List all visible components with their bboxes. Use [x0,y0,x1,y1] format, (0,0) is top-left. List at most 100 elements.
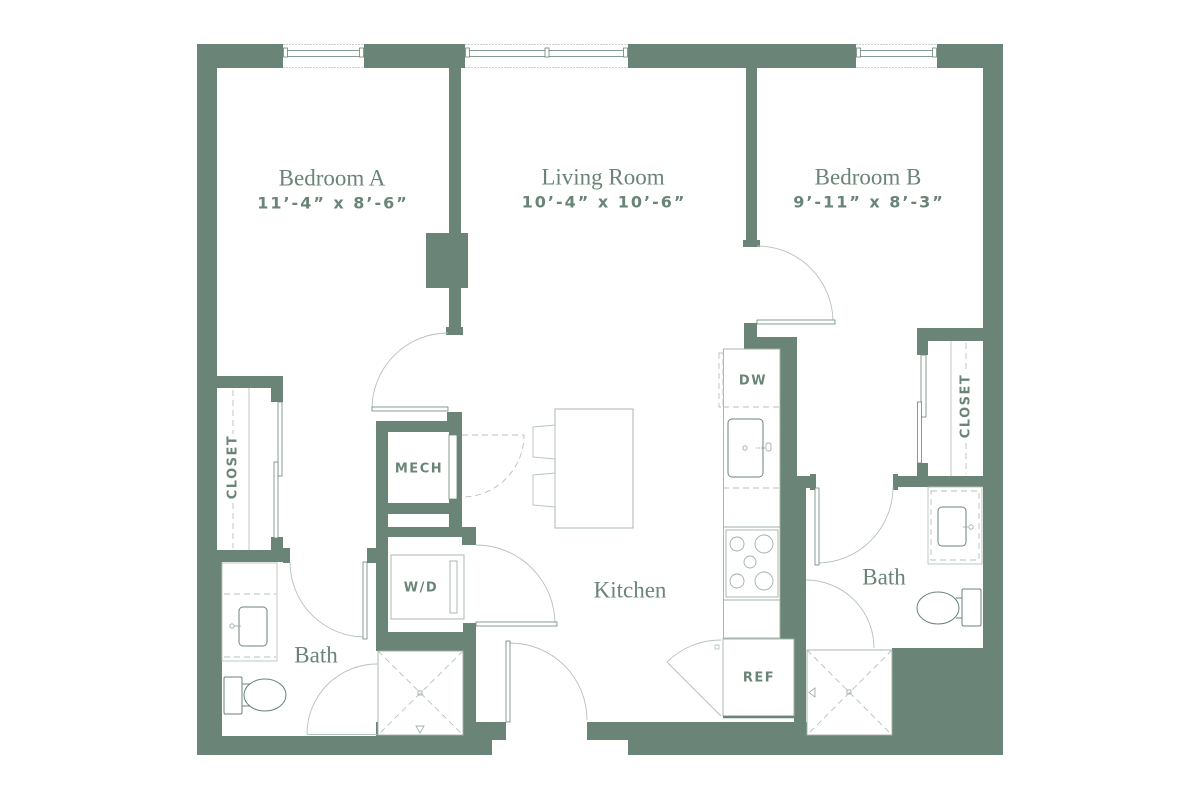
shower [377,650,464,736]
door-leaf [371,406,449,412]
wall-closet-a-bottom [217,550,283,562]
door-leaf [505,640,511,723]
window-jamb [465,47,470,58]
room-name-living-room: Living Room [541,165,664,190]
door-shower-b [805,579,875,649]
washer-dryer-outline [390,554,465,620]
door-jamb [271,537,283,550]
label-closet-b: CLOSET [959,374,974,439]
kitchen-island [554,408,634,529]
interior-floor [217,68,983,722]
wall-kitchen-bedroom-b [780,349,797,476]
refrigerator-door-swing [666,639,722,717]
room-name-bath-a: Bath [294,643,338,668]
washer-dryer-unit [390,554,465,620]
window-bedroom-b [856,44,937,68]
door-leaf [448,434,458,500]
wall-bedroom-a-living [449,68,461,327]
label-washer-dryer: W/D [404,581,438,596]
faucet [968,524,974,530]
wall-closet-b-top [917,328,983,341]
shower-entry-marker [415,725,425,734]
burner [743,555,757,569]
interior-walls [217,68,983,722]
floor-areas [217,68,983,736]
door-swing-arc [289,561,366,638]
shower-a-floor-strip [378,721,463,735]
wall-kitchen-top [744,337,797,349]
windows [283,44,937,68]
room-name-bath-b: Bath [862,565,906,590]
door-leaf [475,621,558,627]
door-jamb [810,474,816,490]
wall-wd-bottom [376,632,476,651]
door-jamb [893,474,898,490]
burner [754,571,774,591]
washer-dryer-door [449,560,458,614]
room-name-kitchen: Kitchen [594,578,667,603]
door-entry [505,640,588,723]
vanity [927,486,983,565]
shower [806,649,893,736]
bathroom-sink [238,606,268,647]
door-swing-arc [805,579,875,649]
closet-fixtures [232,341,967,550]
door-jamb [447,412,462,421]
door-jamb [367,548,376,563]
door-leaf [756,319,836,325]
sliding-door-panel [917,401,922,464]
door-washer-dryer [475,544,558,627]
door-bedroom-a [371,332,449,412]
door-leaf [362,561,368,640]
room-dimensions-living-room: 10’-4” x 10’-6” [522,193,687,212]
door-jamb [917,341,928,355]
window-jamb [623,47,628,58]
door-jamb [446,327,463,335]
bath-a-fixtures [221,562,464,736]
room-name-bedroom-b: Bedroom B [815,165,922,190]
wall-stub [780,476,816,488]
door-jamb [271,388,283,402]
window-bedroom-a [283,44,364,68]
sliding-door-panel [277,401,283,477]
wall-block-bottom-right [892,648,983,722]
sink-drain [742,445,748,451]
bar-stool [532,424,556,460]
door-jamb [283,548,290,563]
room-name-bedroom-a: Bedroom A [279,166,386,191]
label-mech: MECH [395,462,443,477]
door-jamb [462,527,476,545]
door-swing-arc [371,332,449,410]
wall-closet-b-bottom [893,476,983,487]
structural-column [426,233,468,288]
burner [729,573,745,589]
toilet-tank [223,676,243,715]
bar-stool [532,472,556,508]
toilet-tank [961,588,982,627]
faucet-handle [765,442,772,452]
dishwasher-door-swing [718,352,724,408]
window-jamb [932,47,937,58]
toilet-bowl [243,678,287,712]
wall-kitchen-bath-b [780,488,806,639]
kitchen-sink [727,418,764,478]
wall-mech-shelf [388,503,457,514]
label-closet-a: CLOSET [226,435,241,500]
shower-slope-lines [806,649,893,736]
label-refrigerator: REF [743,671,775,686]
wall-ref-niche [794,639,806,722]
wall-wd-top [376,527,462,537]
kitchen-fixtures [532,348,795,719]
shower-drain [417,690,423,696]
door-leaf [814,487,820,566]
fixture-labels: CLOSET CLOSET MECH W/D DW REF [226,374,974,686]
door-jamb [743,240,760,247]
wall-closet-a-top [217,376,283,388]
window-jamb [359,47,364,58]
window-living-room [465,44,628,68]
wall-entry-left [463,623,476,722]
vanity-edge [930,490,980,561]
shower-entry-marker [808,687,816,698]
shower-drain [846,689,852,695]
